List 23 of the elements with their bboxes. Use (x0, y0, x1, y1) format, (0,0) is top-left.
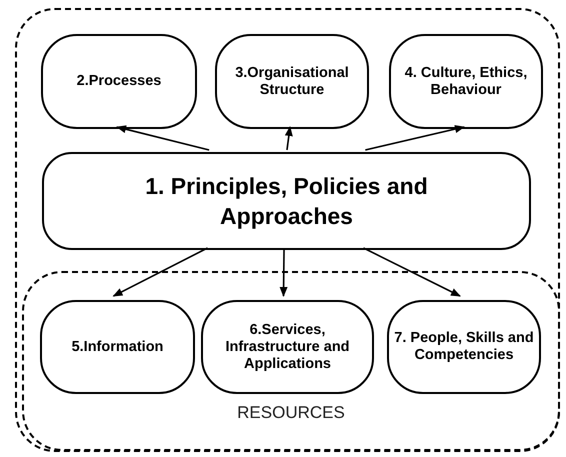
arrow (280, 248, 288, 297)
box-text: 3.Organisational Structure (234, 64, 350, 98)
box-text: 6.Services, Infrastructure and Applications (224, 322, 351, 372)
arrow (284, 126, 293, 150)
group-label: RESOURCES (236, 402, 346, 424)
rounded-box (215, 34, 369, 129)
box-text: 4. Culture, Ethics, Behaviour (404, 64, 528, 98)
rounded-box (201, 300, 374, 394)
box-text: 1. Principles, Policies and Approaches (144, 172, 429, 231)
box-text: 2.Processes (76, 73, 162, 90)
rounded-box (41, 34, 197, 129)
arrow (112, 247, 208, 297)
rounded-box (40, 300, 195, 394)
dashed-group-border (15, 8, 560, 452)
box-text: 7. People, Skills and Competencies (393, 330, 535, 364)
rounded-box (389, 34, 543, 129)
dashed-group-border (22, 271, 560, 451)
arrow (363, 247, 461, 297)
box-text: 5.Information (72, 338, 164, 356)
arrow (116, 125, 210, 151)
rounded-box (387, 300, 541, 394)
arrow (365, 125, 465, 151)
rounded-box (42, 152, 531, 250)
